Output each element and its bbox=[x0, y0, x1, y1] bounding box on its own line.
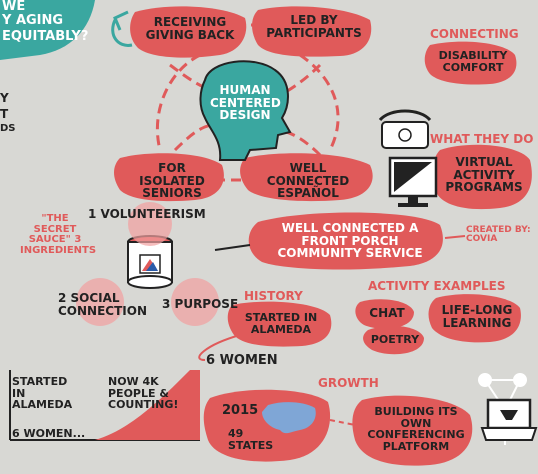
side-line2: T bbox=[0, 107, 9, 121]
isolated-blob bbox=[114, 153, 224, 202]
bubble-line2: Y AGING bbox=[2, 13, 64, 28]
monitor-icon bbox=[388, 156, 438, 207]
activity-lifelong: LIFE-LONG LEARNING bbox=[441, 303, 513, 330]
disability-blob bbox=[424, 41, 517, 85]
telephone-icon bbox=[378, 109, 432, 149]
banner-blob bbox=[248, 212, 443, 270]
ingredient-volunteerism: 1 VOLUNTEERISM bbox=[88, 207, 206, 221]
virtual-blob bbox=[432, 144, 532, 210]
laptop-icon bbox=[480, 398, 538, 441]
question-bubble bbox=[0, 0, 95, 60]
usa-map-icon bbox=[262, 402, 316, 434]
growth-year: 2015 bbox=[222, 403, 259, 418]
history-started-label: STARTED IN ALAMEDA bbox=[244, 311, 318, 336]
hcd-center-label: HUMAN CENTERED DESIGN bbox=[210, 83, 281, 123]
hcd-head bbox=[199, 60, 292, 161]
led-by-label: LED BY PARTICIPANTS bbox=[266, 13, 362, 40]
espanol-blob bbox=[240, 153, 373, 202]
bubble-line1: WE bbox=[2, 0, 26, 14]
chart-started-label: STARTED IN ALAMEDA bbox=[12, 375, 73, 412]
ingredient-social: 2 SOCIAL CONNECTION bbox=[58, 291, 147, 318]
history-women-label: 6 WOMEN bbox=[206, 353, 278, 368]
side-line3: DS bbox=[0, 123, 16, 134]
banner-label: WELL CONNECTED A FRONT PORCH COMMUNITY S… bbox=[277, 221, 423, 261]
poetry-blob bbox=[363, 325, 424, 355]
growth-title: GROWTH bbox=[318, 376, 379, 390]
activity-chat: CHAT bbox=[369, 306, 405, 320]
what-they-do-title: WHAT THEY DO bbox=[430, 132, 534, 146]
bubble-line3: EQUITABLY? bbox=[2, 29, 89, 44]
receiving-label: RECEIVING GIVING BACK bbox=[145, 15, 235, 42]
virtual-label: VIRTUAL ACTIVITY PROGRAMS bbox=[445, 155, 523, 195]
building-label: BUILDING ITS OWN CONFERENCING PLATFORM bbox=[367, 405, 465, 453]
lifelong-blob bbox=[428, 294, 521, 343]
espanol-label: WELL CONNECTED ESPAÑOL bbox=[266, 161, 350, 201]
chart-now-label: NOW 4K PEOPLE & COUNTING! bbox=[108, 375, 179, 412]
side-line1: Y bbox=[0, 91, 9, 105]
connecting-title: CONNECTING bbox=[430, 27, 519, 41]
history-title: HISTORY bbox=[244, 289, 303, 303]
receiving-blob bbox=[130, 6, 247, 58]
chat-blob bbox=[355, 299, 414, 329]
led-by-blob bbox=[252, 6, 372, 57]
secret-sauce-label: "THE SECRET SAUCE" 3 INGREDIENTS bbox=[20, 213, 97, 256]
disability-label: DISABILITY COMFORT bbox=[438, 49, 508, 74]
building-blob bbox=[352, 395, 473, 466]
cycle-arrows-icon bbox=[111, 10, 133, 47]
isolated-label: FOR ISOLATED SENIORS bbox=[139, 161, 205, 201]
created-by-label: CREATED BY: COVIA bbox=[466, 225, 531, 245]
history-blob bbox=[227, 301, 332, 347]
growth-chart bbox=[9, 370, 200, 441]
growth-states: 49 STATES bbox=[228, 427, 274, 452]
activity-title: ACTIVITY EXAMPLES bbox=[368, 279, 506, 293]
banner-arrow bbox=[214, 244, 251, 251]
activity-poetry: POETRY bbox=[370, 333, 420, 346]
chart-women-label: 6 WOMEN... bbox=[12, 427, 86, 440]
ingredient-purpose: 3 PURPOSE bbox=[162, 297, 239, 311]
